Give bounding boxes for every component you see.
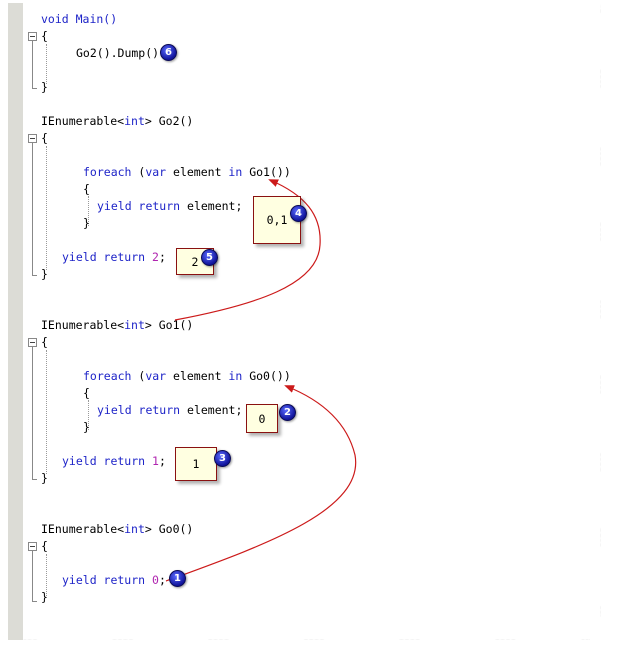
go1-open-brace: { [41, 335, 48, 349]
go1-yield2-keyword: yield return [62, 454, 146, 468]
go2-foreach-keyword: foreach [83, 165, 132, 179]
go2-yield2-keyword: yield return [62, 250, 146, 264]
go0-name: > Go0() [144, 522, 194, 536]
fold-line-go0 [32, 551, 33, 601]
step-badge-6: 6 [160, 44, 177, 61]
go0-int-keyword: int [124, 522, 145, 536]
indent-guide-go2-foreach [88, 196, 90, 226]
go1-yield-element: element; [180, 403, 243, 417]
go1-foreach-paren: ( [131, 369, 146, 383]
fold-toggle-go2[interactable] [28, 134, 37, 143]
go2-go1-call: Go1()) [242, 165, 291, 179]
go0-return-type: IEnumerable< [41, 522, 125, 536]
fold-toggle-go0[interactable] [28, 542, 37, 551]
go2-element-name: element [166, 165, 229, 179]
indent-guide-main [46, 44, 48, 84]
go2-foreach-paren: ( [131, 165, 146, 179]
go0-yield-value: 0 [152, 573, 159, 587]
indent-guide-go1-foreach [88, 400, 90, 430]
code-page [3, 3, 601, 640]
step-badge-2: 2 [279, 404, 296, 421]
go1-yield-element-line: yield return element; [97, 403, 242, 417]
go2-open-brace: { [41, 131, 48, 145]
fold-toggle-main[interactable] [28, 32, 37, 41]
arrow-go1-to-go2 [174, 179, 321, 321]
main-open-brace: { [41, 29, 48, 43]
go2-yield2-semicolon: ; [158, 250, 166, 264]
go1-in-keyword: in [228, 369, 243, 383]
go2-yield2-value: 2 [152, 250, 159, 264]
go1-inner-close-brace: } [83, 420, 90, 434]
go1-foreach-line: foreach (var element in Go0()) [83, 369, 291, 383]
step-badge-1: 1 [169, 570, 186, 587]
callout-go1-loop: 0 [246, 404, 278, 433]
go2-yield-element: element; [180, 199, 243, 213]
go1-go0-call: Go0()) [242, 369, 291, 383]
main-body-line: Go2().Dump() [76, 46, 160, 60]
go2-int-keyword: int [124, 114, 145, 128]
go1-foreach-keyword: foreach [83, 369, 132, 383]
fold-end-go2 [32, 275, 37, 276]
go2-yield-2-line: yield return 2; [62, 250, 166, 264]
fold-end-go1 [32, 479, 37, 480]
arrow-go0-to-go1 [165, 385, 357, 582]
go1-yield-1-line: yield return 1; [62, 454, 166, 468]
go0-yield-0-line: yield return 0; [62, 573, 166, 587]
indent-guide-go1 [46, 350, 48, 474]
fold-line-go2 [32, 143, 33, 275]
indent-guide-go0 [46, 554, 48, 596]
go2-yield-keyword: yield return [97, 199, 181, 213]
go1-var-keyword: var [145, 369, 167, 383]
go1-signature: IEnumerable<int> Go1() [41, 318, 193, 332]
main-signature: void Main() [41, 12, 117, 26]
go2-name: > Go2() [144, 114, 194, 128]
fold-line-main [32, 41, 33, 88]
go2-close-brace: } [41, 267, 48, 281]
go1-element-name: element [166, 369, 229, 383]
step-badge-5: 5 [201, 249, 218, 266]
go2-yield-element-line: yield return element; [97, 199, 242, 213]
fold-line-go1 [32, 347, 33, 479]
main-signature-keyword: void Main() [41, 12, 118, 26]
fold-toggle-go1[interactable] [28, 338, 37, 347]
go2-foreach-line: foreach (var element in Go1()) [83, 165, 291, 179]
go0-signature: IEnumerable<int> Go0() [41, 522, 193, 536]
go2-inner-open-brace: { [83, 182, 90, 196]
go2-inner-close-brace: } [83, 216, 90, 230]
editor-gutter [8, 3, 23, 640]
go1-yield2-semicolon: ; [158, 454, 166, 468]
go2-in-keyword: in [228, 165, 243, 179]
go1-return-type: IEnumerable< [41, 318, 125, 332]
step-badge-4: 4 [290, 205, 307, 222]
go1-yield2-value: 1 [152, 454, 159, 468]
fold-end-go0 [32, 601, 37, 602]
go1-inner-open-brace: { [83, 386, 90, 400]
go0-yield-semicolon: ; [158, 573, 166, 587]
go1-int-keyword: int [124, 318, 145, 332]
step-badge-3: 3 [214, 450, 231, 467]
go1-yield-keyword: yield return [97, 403, 181, 417]
go2-signature: IEnumerable<int> Go2() [41, 114, 193, 128]
go1-name: > Go1() [144, 318, 194, 332]
fold-end-main [32, 88, 37, 89]
main-close-brace: } [41, 80, 48, 94]
go1-close-brace: } [41, 471, 48, 485]
go0-open-brace: { [41, 539, 48, 553]
indent-guide-go2 [46, 146, 48, 270]
go0-close-brace: } [41, 590, 48, 604]
callout-go1-yield: 1 [175, 447, 217, 481]
go2-var-keyword: var [145, 165, 167, 179]
go2-return-type: IEnumerable< [41, 114, 125, 128]
go0-yield-keyword: yield return [62, 573, 146, 587]
